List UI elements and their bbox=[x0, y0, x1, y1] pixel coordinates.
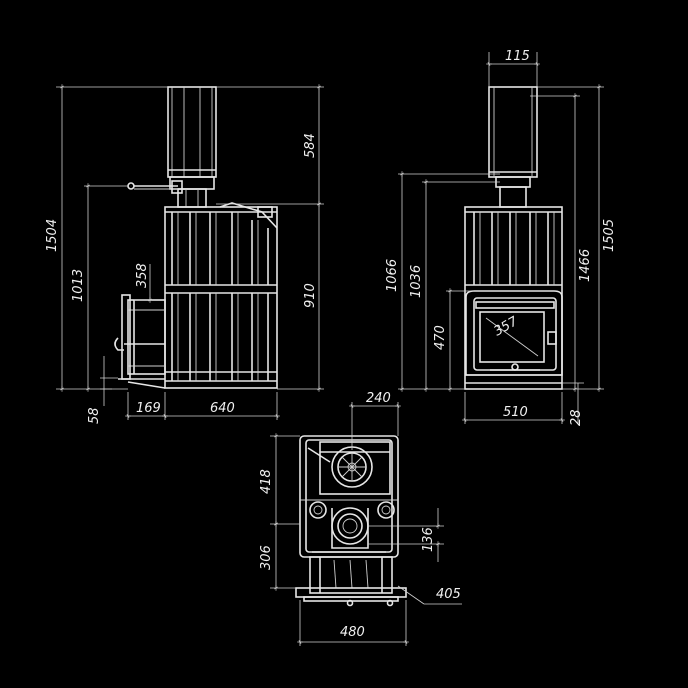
dim-front-chimney-width: 115 bbox=[505, 49, 530, 64]
dim-top-flue-offset: 240 bbox=[366, 391, 391, 406]
side-damper-rod bbox=[127, 180, 183, 194]
dim-front-glass-diagonal: 357 bbox=[492, 314, 522, 340]
dim-front-total-height: 1505 bbox=[602, 219, 617, 252]
side-view: 1504 584 910 1013 358 58 169 640 bbox=[45, 84, 324, 424]
dim-side-total-height: 1504 bbox=[45, 219, 60, 252]
top-dimensions bbox=[270, 402, 462, 646]
front-dimensions bbox=[398, 52, 604, 424]
dim-top-door-width: 405 bbox=[436, 587, 461, 602]
dim-top-rear-depth: 418 bbox=[259, 469, 274, 494]
front-door bbox=[465, 290, 563, 376]
top-damper-wheel bbox=[307, 446, 373, 488]
dim-side-body-height: 910 bbox=[303, 283, 318, 308]
dim-top-width: 480 bbox=[340, 625, 365, 640]
dim-side-door-height: 358 bbox=[135, 263, 150, 288]
top-view: 240 418 306 136 405 480 bbox=[259, 391, 462, 646]
dim-side-chimney-height: 584 bbox=[303, 133, 318, 158]
front-view: 115 1505 1466 1066 1036 470 357 510 28 bbox=[385, 49, 617, 426]
dim-top-front-depth: 306 bbox=[259, 545, 274, 570]
side-door bbox=[114, 294, 166, 389]
dim-side-handle-height: 1013 bbox=[71, 269, 86, 302]
dim-side-door-depth: 169 bbox=[136, 401, 161, 416]
top-firebox-tunnel bbox=[295, 556, 407, 607]
side-chimney bbox=[167, 86, 217, 208]
front-chimney bbox=[488, 86, 538, 208]
top-flue bbox=[331, 507, 369, 549]
dim-front-body-width: 510 bbox=[503, 405, 528, 420]
side-body bbox=[164, 202, 278, 389]
dim-front-body-height: 1466 bbox=[578, 249, 593, 282]
dim-side-body-depth: 640 bbox=[210, 401, 235, 416]
dim-side-foot-height: 58 bbox=[87, 407, 102, 424]
top-body bbox=[299, 435, 399, 558]
dim-front-door-height: 470 bbox=[433, 325, 448, 350]
dim-front-foot-height: 28 bbox=[569, 409, 584, 426]
side-dimensions bbox=[56, 84, 324, 420]
dim-front-mid-height: 1036 bbox=[409, 265, 424, 298]
dim-front-upper-height: 1066 bbox=[385, 259, 400, 292]
dim-top-flue-diameter: 136 bbox=[421, 527, 436, 552]
